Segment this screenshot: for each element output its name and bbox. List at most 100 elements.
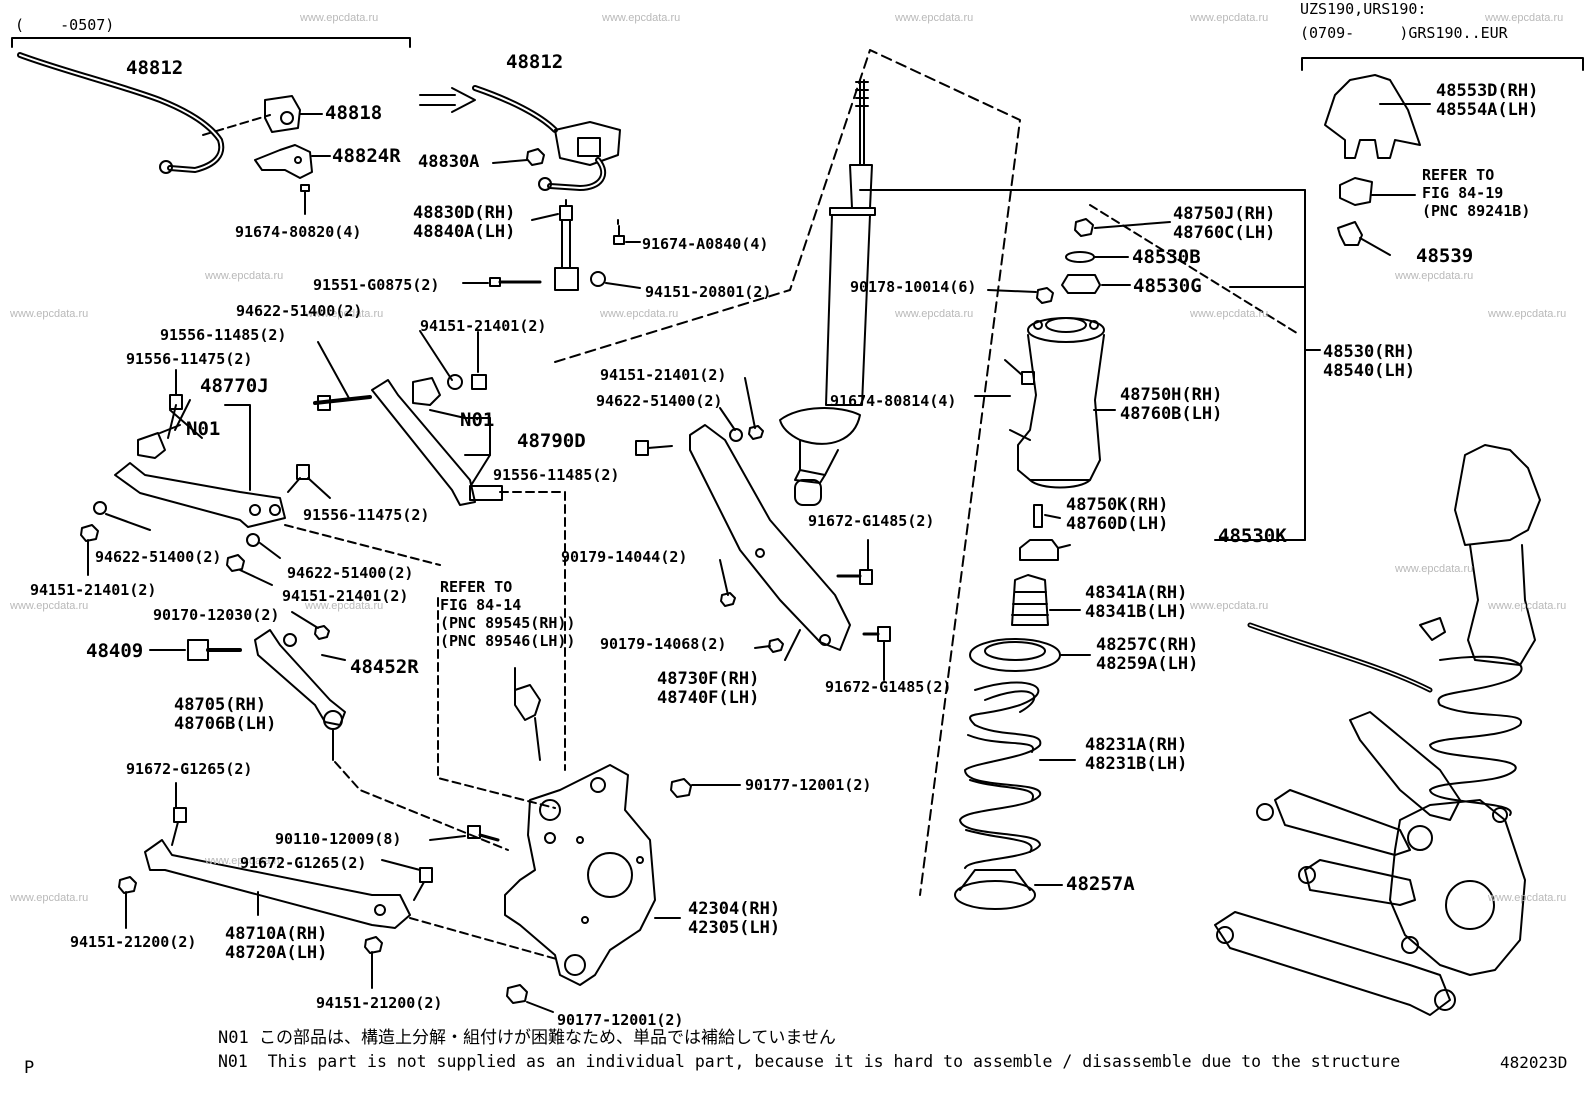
nut-48830A [526, 148, 545, 166]
part-label[interactable]: 91674-A0840(4) [642, 235, 769, 253]
watermark: www.epcdata.ru [895, 308, 974, 320]
watermark: www.epcdata.ru [1488, 892, 1567, 904]
part-label[interactable]: 91674-80814(4) [830, 392, 957, 410]
part-label[interactable]: 48830A [418, 152, 480, 172]
bolt-91674-80814 [1004, 359, 1035, 385]
part-label[interactable]: 48530K [1218, 525, 1287, 547]
part-label[interactable]: 91672-G1485(2) [808, 512, 935, 530]
part-label[interactable]: 90177-12001(2) [745, 776, 872, 794]
part-label[interactable]: 91672-G1265(2) [126, 760, 253, 778]
part-label[interactable]: 48530G [1133, 275, 1202, 297]
part-label[interactable]: 48824R [332, 145, 401, 167]
part-label[interactable]: 94622-51400(2) [287, 564, 414, 582]
part-label[interactable]: 48790D [517, 430, 586, 452]
part-label[interactable]: 48750J(RH) 48760C(LH) [1173, 204, 1276, 243]
part-label[interactable]: 48231A(RH) 48231B(LH) [1085, 735, 1188, 774]
range-left: ( -0507) [15, 16, 115, 34]
part-label[interactable]: 48553D(RH) 48554A(LH) [1436, 81, 1539, 120]
part-label[interactable]: 91551-G0875(2) [313, 276, 440, 294]
assembly-view [1214, 444, 1541, 1016]
part-label[interactable]: 48452R [350, 656, 419, 678]
part-label[interactable]: 48257C(RH) 48259A(LH) [1096, 635, 1199, 674]
part-label[interactable]: 90170-12030(2) [153, 606, 280, 624]
refer-note-84-19[interactable]: REFER TO FIG 84-19 (PNC 89241B) [1422, 166, 1531, 220]
stabilizer-link [554, 199, 579, 291]
part-label[interactable]: 91556-11485(2) [493, 466, 620, 484]
watermark: www.epcdata.ru [205, 270, 284, 282]
footnote-jp: N01 この部品は、構造上分解・組付けが困難なため、単品では補給していません [218, 1028, 836, 1048]
bushing-bracket [254, 144, 313, 179]
part-label[interactable]: 94622-51400(2) [236, 302, 363, 320]
part-label[interactable]: 48770J [200, 375, 269, 397]
part-label[interactable]: 91556-11475(2) [303, 506, 430, 524]
part-label[interactable]: 48530B [1132, 246, 1201, 268]
part-label[interactable]: 48539 [1416, 245, 1474, 267]
watermark: www.epcdata.ru [10, 600, 89, 612]
watermark: www.epcdata.ru [10, 308, 89, 320]
part-label[interactable]: 48257A [1066, 873, 1135, 895]
part-label[interactable]: 48750H(RH) 48760B(LH) [1120, 385, 1223, 424]
part-label[interactable]: 48730F(RH) 48740F(LH) [657, 669, 760, 708]
part-label[interactable]: 90178-10014(6) [850, 278, 977, 296]
part-label[interactable]: 48812 [126, 57, 184, 79]
part-label[interactable]: 94151-21200(2) [70, 933, 197, 951]
part-label[interactable]: 90177-12001(2) [557, 1011, 684, 1029]
part-label[interactable]: 91674-80820(4) [235, 223, 362, 241]
n01-marker: N01 [186, 418, 221, 440]
watermark: www.epcdata.ru [10, 892, 89, 904]
watermark: www.epcdata.ru [1395, 563, 1474, 575]
stabilizer-bar-right [472, 85, 621, 191]
part-label[interactable]: 94151-20801(2) [645, 283, 772, 301]
spring-seat-lower-48257A [954, 869, 1036, 910]
part-label[interactable]: 48530(RH) 48540(LH) [1323, 342, 1416, 381]
part-label[interactable]: 48818 [325, 102, 383, 124]
part-label[interactable]: 94622-51400(2) [95, 548, 222, 566]
bushing-N01-upper [412, 377, 441, 406]
watermark: www.epcdata.ru [600, 308, 679, 320]
upper-mount-48750H [1009, 317, 1105, 489]
spring-seat-upper-48257C [969, 638, 1061, 672]
bolt-91556-11485-right [635, 440, 673, 456]
part-label[interactable]: 48341A(RH) 48341B(LH) [1085, 583, 1188, 622]
abs-sensor [514, 684, 541, 761]
coil-spring-48231A [959, 681, 1042, 869]
part-label[interactable]: 94622-51400(2) [596, 392, 723, 410]
part-label[interactable]: 90179-14044(2) [561, 548, 688, 566]
part-label[interactable]: 94151-21200(2) [316, 994, 443, 1012]
part-label[interactable]: 94151-21401(2) [420, 317, 547, 335]
part-label[interactable]: 48705(RH) 48706B(LH) [174, 695, 277, 734]
part-label[interactable]: 48409 [86, 640, 144, 662]
part-label[interactable]: 94151-21401(2) [600, 366, 727, 384]
part-label[interactable]: 48830D(RH) 48840A(LH) [413, 203, 516, 242]
washer-48530B [1065, 251, 1095, 263]
part-label[interactable]: 48710A(RH) 48720A(LH) [225, 924, 328, 963]
part-label[interactable]: 90110-12009(8) [275, 830, 402, 848]
part-label[interactable]: 94151-21401(2) [282, 587, 409, 605]
part-label[interactable]: 94151-21401(2) [30, 581, 157, 599]
part-label[interactable]: 91672-G1265(2) [240, 854, 367, 872]
bolt-91551-G0875 [489, 277, 542, 287]
part-label[interactable]: 48750K(RH) 48760D(LH) [1066, 495, 1169, 534]
stabilizer-bar-left [17, 52, 225, 174]
bolt-91556-11475-mid [287, 464, 310, 493]
part-label[interactable]: 42304(RH) 42305(LH) [688, 899, 781, 938]
range-bracket-right [1301, 57, 1584, 71]
nut-48750J [1074, 218, 1094, 237]
lower-arm-48730F [689, 424, 851, 651]
part-label[interactable]: 90179-14068(2) [600, 635, 727, 653]
refer-note-84-14[interactable]: REFER TO FIG 84-14 (PNC 89545(RH)) (PNC … [440, 578, 576, 650]
part-label[interactable]: 91672-G1485(2) [825, 678, 952, 696]
watermark: www.epcdata.ru [1488, 308, 1567, 320]
bolt-91674-A0840 [613, 225, 625, 245]
arm-48710A [144, 839, 411, 929]
watermark: www.epcdata.ru [1190, 12, 1269, 24]
watermark: www.epcdata.ru [305, 308, 384, 320]
part-label[interactable]: 91556-11475(2) [126, 350, 253, 368]
part-label[interactable]: 48812 [506, 51, 564, 73]
nut-94151-20801 [590, 271, 606, 287]
bushing-N01-lower [137, 432, 166, 459]
arm-48770J [114, 462, 286, 528]
part-label[interactable]: 91556-11485(2) [160, 326, 287, 344]
